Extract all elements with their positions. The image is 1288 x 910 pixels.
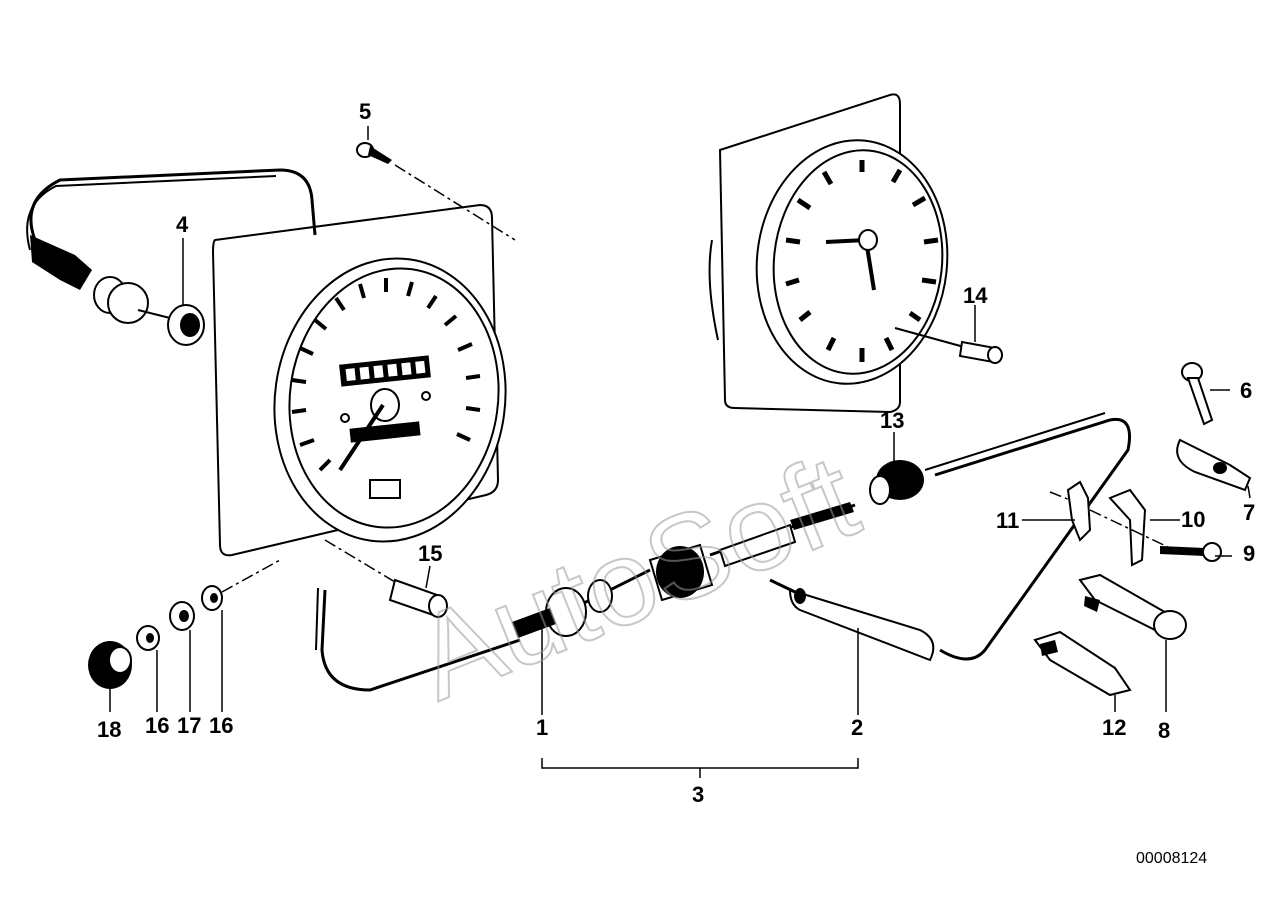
- cable-loop-right: [934, 417, 1131, 661]
- callout-15: 15: [418, 541, 442, 566]
- part-8-connector: [1078, 573, 1187, 640]
- callout-3: 3: [692, 782, 704, 807]
- part-16-washer-b: [201, 585, 223, 611]
- callout-7: 7: [1243, 500, 1255, 525]
- cable-loop-lower: [320, 589, 521, 692]
- callout-14: 14: [963, 283, 988, 308]
- part-17-ring: [169, 601, 195, 631]
- part-18-knob: [88, 641, 132, 689]
- callout-labels: 5 4 15 14 13 6 7 11 10 9 12 8 1 2 3 18 1…: [97, 99, 1255, 807]
- callout-16-left: 16: [145, 713, 169, 738]
- callout-11: 11: [996, 508, 1019, 533]
- callout-2: 2: [851, 715, 863, 740]
- speedometer-ticks: [291, 278, 481, 472]
- part-13-grommet: [869, 460, 924, 505]
- callout-16-right: 16: [209, 713, 233, 738]
- callout-1: 1: [536, 715, 548, 740]
- callout-10: 10: [1181, 507, 1205, 532]
- part-7-clamp: [1176, 438, 1252, 492]
- part-1-cable: [512, 502, 856, 638]
- callout-13: 13: [880, 408, 904, 433]
- document-number: 00008124: [1136, 850, 1207, 867]
- part-5-screw: [356, 142, 392, 164]
- callout-6: 6: [1240, 378, 1252, 403]
- part-12-clip: [1033, 630, 1132, 697]
- part-4-nut: [167, 304, 205, 346]
- part-16-washer-a: [136, 625, 160, 651]
- callout-4: 4: [176, 212, 189, 237]
- callout-8: 8: [1158, 718, 1170, 743]
- cable-nut-upper: [93, 276, 171, 324]
- leader-lines: [109, 126, 1251, 778]
- part-10-bracket: [1108, 488, 1147, 567]
- callout-9: 9: [1243, 541, 1255, 566]
- callout-18: 18: [97, 717, 121, 742]
- callout-12: 12: [1102, 715, 1126, 740]
- callout-17: 17: [177, 713, 201, 738]
- clock-assembly: [708, 93, 976, 414]
- callout-5: 5: [359, 99, 371, 124]
- speedometer-assembly: [211, 203, 507, 557]
- cable-loop-top: [29, 168, 317, 241]
- part-15-bulb-holder: [388, 578, 448, 618]
- part-14-adjuster: [958, 340, 1003, 364]
- part-6-screw: [1181, 362, 1214, 426]
- part-9-screw: [1160, 542, 1222, 562]
- part-2-cable-sleeve: [769, 578, 935, 662]
